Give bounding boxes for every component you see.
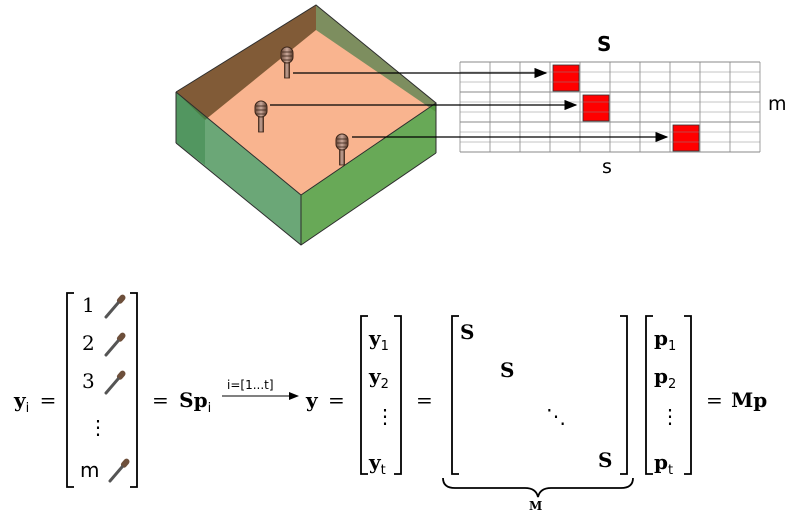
room-back-wall-right <box>316 5 436 112</box>
highlight-cell <box>582 94 610 122</box>
equation-lhs: yi = <box>14 388 57 416</box>
matrix-row-label: m <box>768 93 787 115</box>
room-inner-left-glass <box>176 92 205 165</box>
equation-y: y = <box>306 388 345 412</box>
bracket-right <box>130 292 138 488</box>
brace-label: M <box>529 499 543 513</box>
iteration-label: i=[1...t] <box>227 378 274 392</box>
matrix-title: S <box>597 32 612 56</box>
highlight-cell <box>552 64 580 92</box>
sensor-matrix-grid <box>459 61 761 153</box>
room-right-wall <box>301 103 436 245</box>
highlight-cell <box>672 124 700 152</box>
vector-entry: 3 <box>82 369 95 393</box>
room-left-wall <box>176 92 301 245</box>
microphone-icon <box>108 455 133 483</box>
vector-entry: m <box>80 458 100 482</box>
room-back-wall <box>176 5 316 120</box>
vector-entry: 2 <box>82 331 95 355</box>
microphone-icon <box>104 329 129 357</box>
equation-result: = Mp <box>706 388 768 412</box>
microphone-icon <box>104 291 129 319</box>
vector-entry: ⋮ <box>88 415 108 439</box>
matrix-col-label: s <box>602 156 612 178</box>
mic-icons-vector <box>104 291 133 483</box>
underbrace <box>442 477 634 498</box>
microphone-icon <box>104 367 129 395</box>
vector-entry: 1 <box>82 293 95 317</box>
equals-2: = <box>416 388 433 412</box>
room-box <box>175 4 437 246</box>
bracket-left <box>66 292 74 488</box>
equals-sp: = Spi <box>152 388 212 416</box>
